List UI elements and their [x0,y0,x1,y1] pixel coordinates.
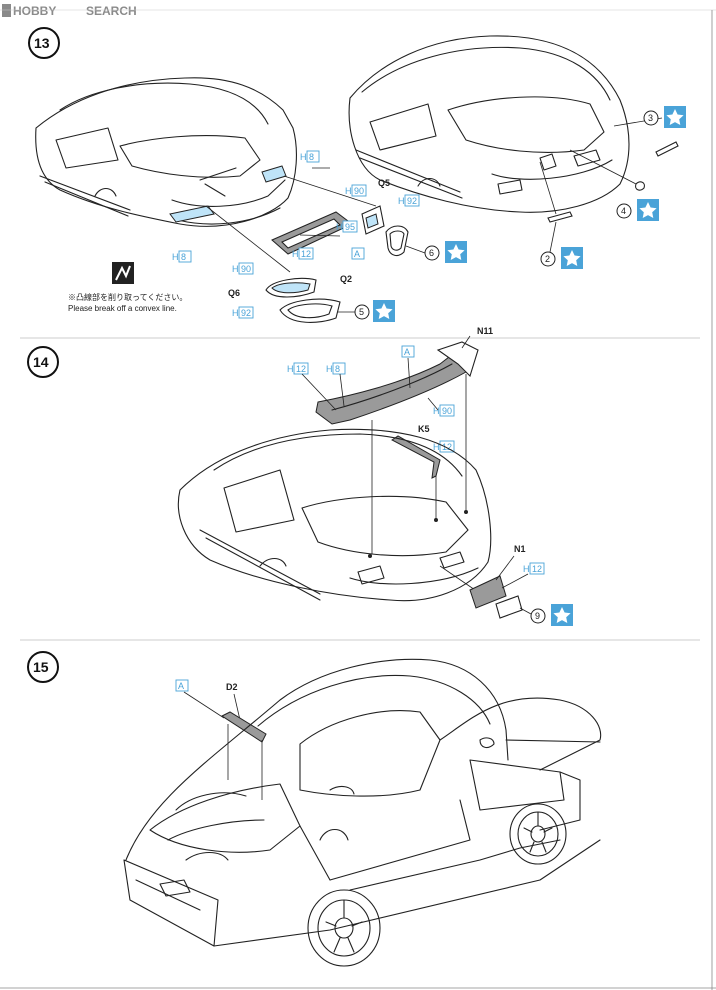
svg-text:H: H [232,264,239,274]
part-d2-label: D2 [226,682,238,692]
svg-text:H: H [523,564,530,574]
step13-color-h95: 95 [345,222,355,232]
step14-color-h12-c: 12 [532,564,542,574]
step-13: 13 [28,27,686,323]
step-13-badge [28,27,60,59]
step-15-number: 15 [33,659,49,675]
step-14-number: 14 [33,354,49,370]
watermark-text: SEARCH [86,4,137,18]
svg-text:H: H [336,222,343,232]
svg-text:H: H [292,249,299,259]
tail-lamp-left [169,205,215,223]
step13-color-h8-a: 8 [309,152,314,162]
callout-9: 9 [535,611,540,621]
svg-text:H: H [326,364,333,374]
svg-text:H: H [287,364,294,374]
step14-color-h12-a: 12 [296,364,306,374]
part-q2-label: Q2 [340,274,352,284]
step13-color-h92-a: 92 [407,196,417,206]
svg-text:H: H [172,252,179,262]
part-q2-q6-assembly [265,277,341,323]
step14-color-h8: 8 [335,364,340,374]
car-step15 [123,658,602,967]
step13-color-h92-b: 92 [241,308,251,318]
step14-color-h90: 90 [442,406,452,416]
license-plate-part [469,575,507,609]
part-n11-label: N11 [477,326,493,336]
step-13-number: 13 [34,35,50,51]
part-q5-assembly [361,205,409,257]
part-n1-label: N1 [514,544,526,554]
step13-color-a: A [354,249,360,259]
tail-lamp-right [261,165,287,183]
step-14-badge [27,346,59,378]
watermark-brand: HOBBY [13,4,56,18]
svg-text:H: H [398,196,405,206]
watermark-logo: HOBBY SEARCH [2,4,137,18]
step13-color-h8-b: 8 [181,252,186,262]
part-k5-label: K5 [418,424,430,434]
callout-4: 4 [621,206,626,216]
rear-spoiler-part [315,341,479,425]
callout-2: 2 [545,254,550,264]
rear-garnish-part [271,211,353,255]
note-en: Please break off a convex line. [68,304,177,313]
step13-color-h90-a: 90 [354,186,364,196]
svg-text:H: H [433,406,440,416]
callout-6: 6 [429,248,434,258]
svg-text:H: H [433,442,440,452]
part-d2 [220,711,267,800]
car-rear-left [35,77,297,227]
svg-text:H: H [345,186,352,196]
step13-color-h90-b: 90 [241,264,251,274]
callout-3: 3 [648,113,653,123]
car-rear-right [348,35,630,213]
step14-color-h12-b: 12 [442,442,452,452]
part-q6-label: Q6 [228,288,240,298]
car-step14 [177,428,492,602]
convex-line-icon [112,262,134,284]
svg-text:H: H [300,152,307,162]
step-15: 15 A D2 [27,651,602,967]
step15-color-a: A [178,681,184,691]
step-15-badge [27,651,59,683]
note-jp: ※凸線部を削り取ってください。 [68,292,187,302]
step-14: 14 N11 A H 12 H 8 H 90 K5 H 12 [27,326,573,626]
license-decal [495,595,523,619]
callout-5: 5 [359,307,364,317]
part-q5-label: Q5 [378,178,390,188]
svg-text:H: H [232,308,239,318]
step14-color-a: A [404,347,410,357]
step13-color-h12: 12 [301,249,311,259]
